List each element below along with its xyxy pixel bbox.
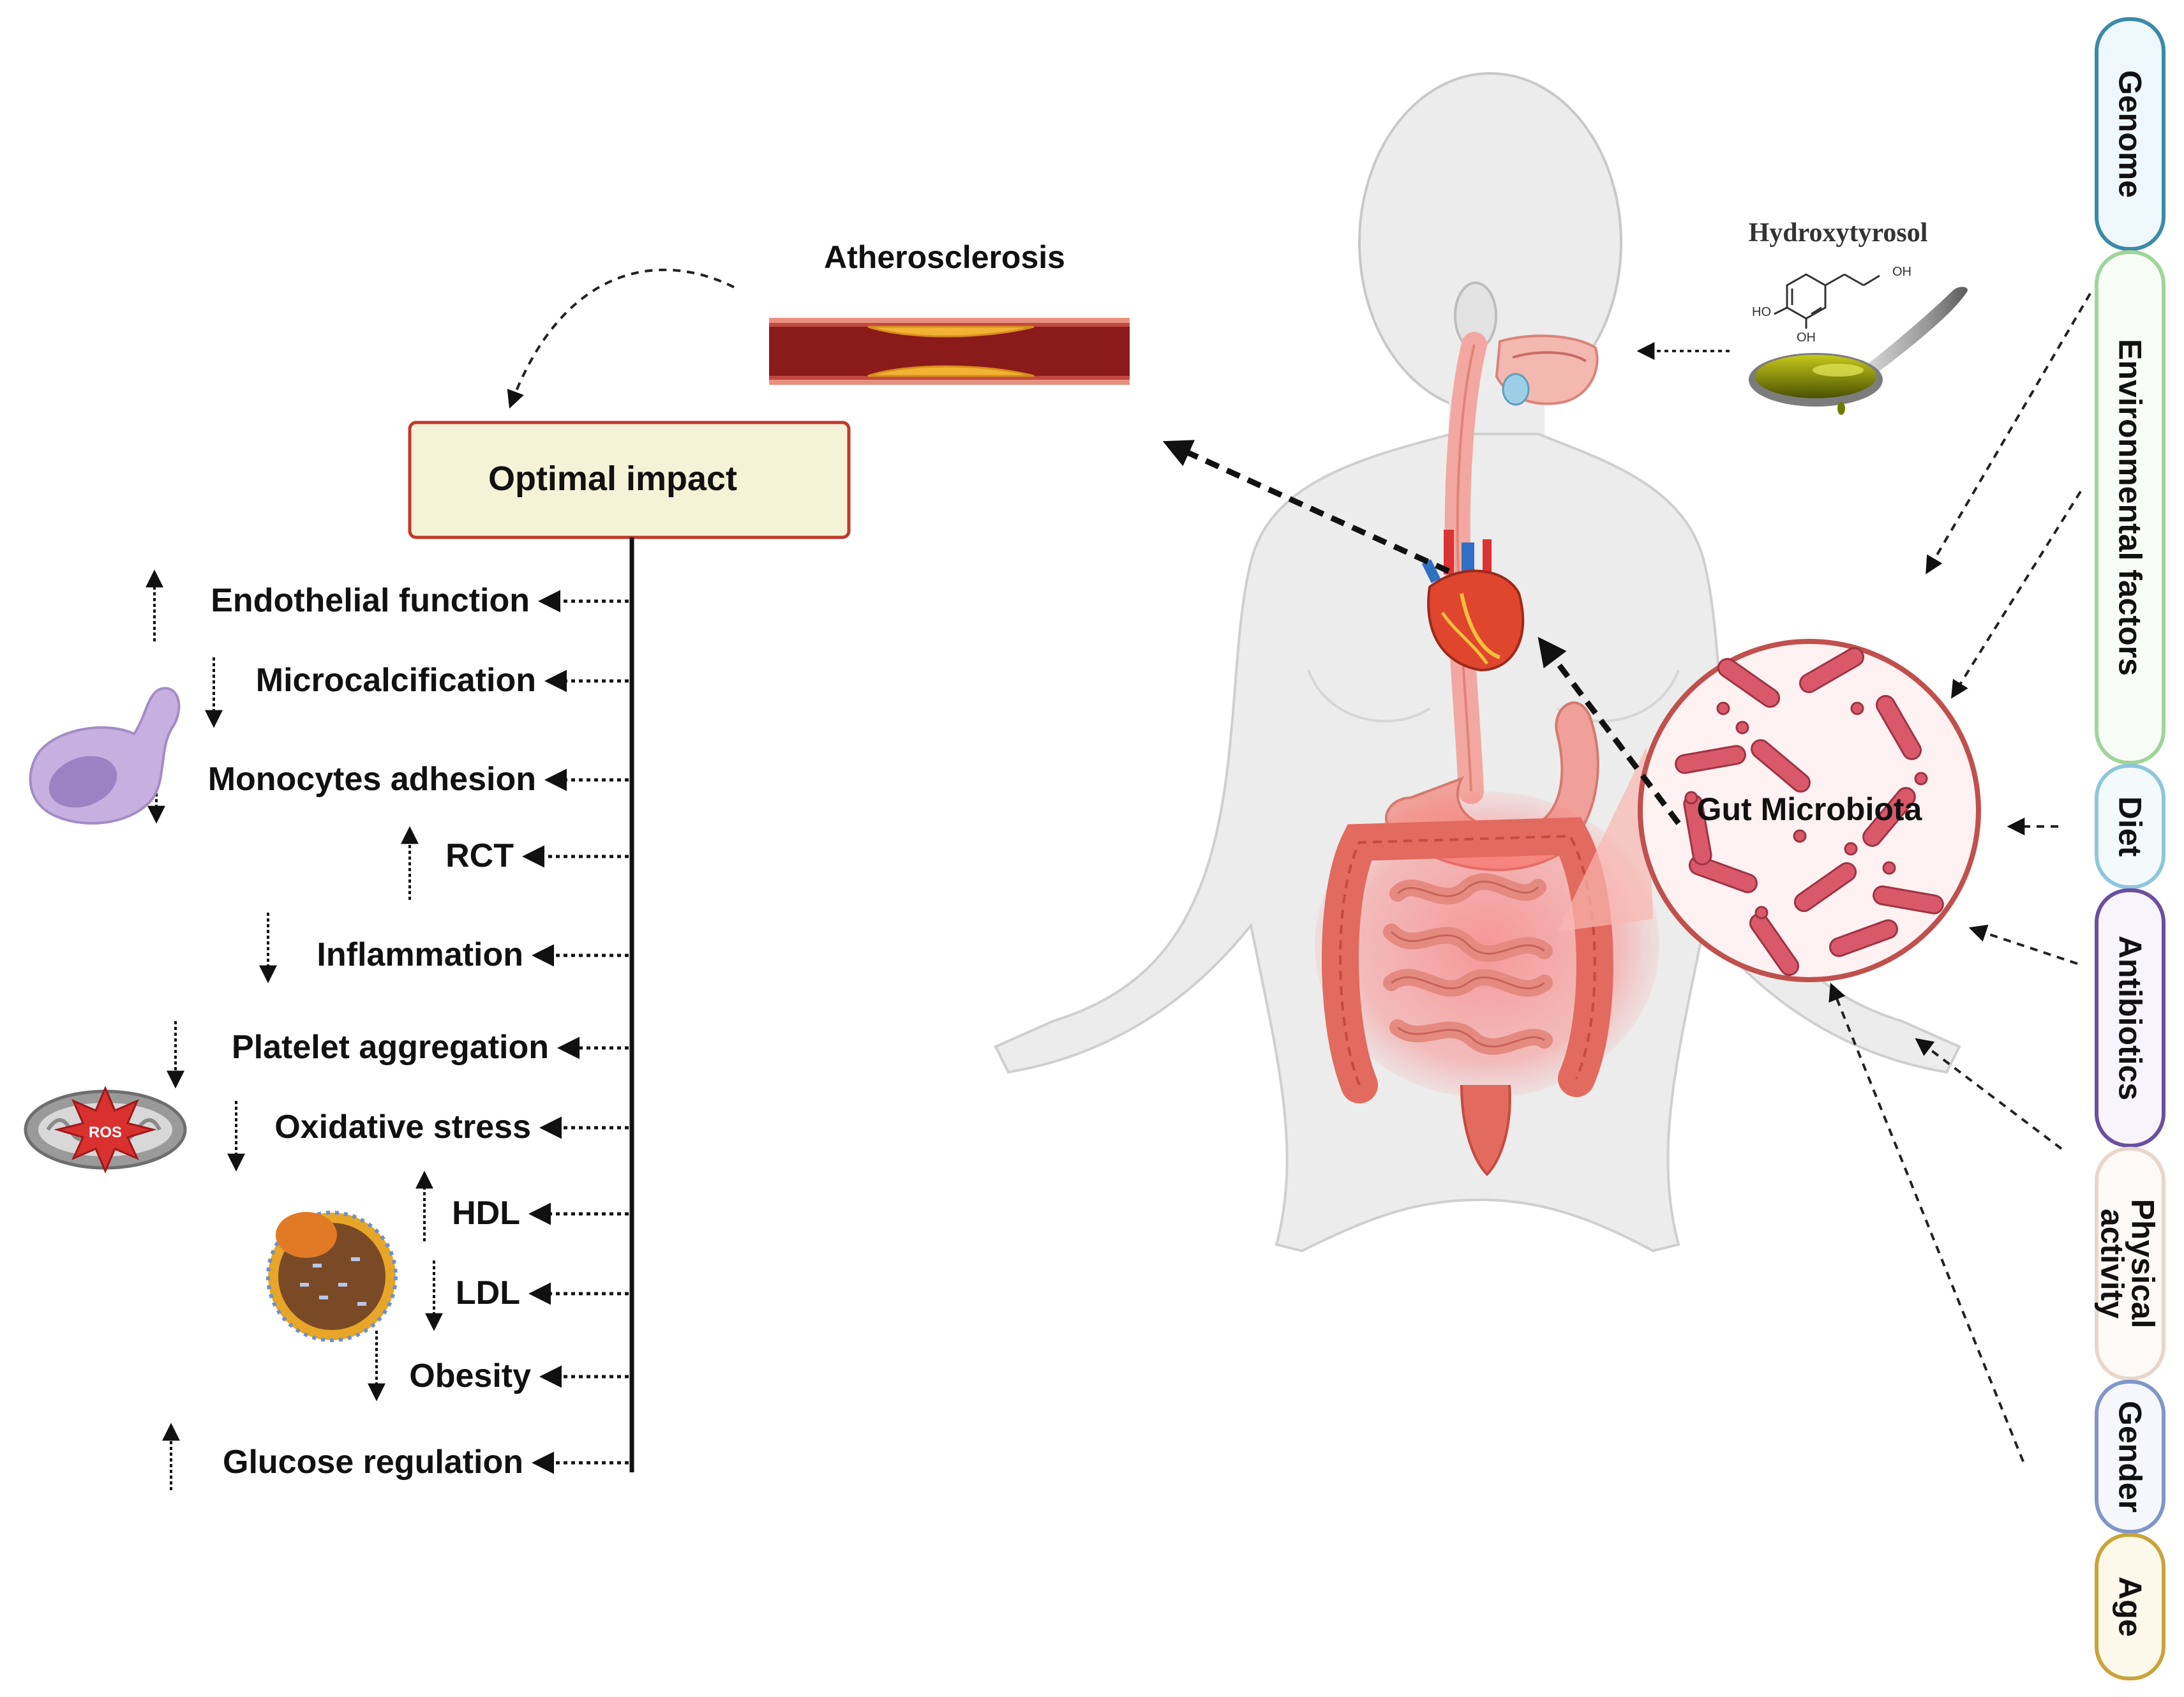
effect-item: HDL [415,1170,629,1241]
effect-label: Endothelial function [211,582,530,619]
effect-item: Microcalcification [205,657,629,728]
gut-microbiota-zoom: Gut Microbiota [1638,639,1981,982]
bacterium-icon [1793,862,1857,913]
bacterium-icon [1914,772,1928,786]
gut-microbiota-label: Gut Microbiota [1697,791,1923,827]
bacterium-icon [1716,701,1730,715]
artery-to-impact-arrow [507,268,735,409]
effects-list: Endothelial functionMicrocalcificationMo… [146,569,629,1490]
factor-pill: Genome [2095,17,2165,251]
effect-label: RCT [445,837,514,874]
bacterium-icon [1684,791,1698,805]
effect-label: Obesity [409,1357,531,1394]
heart-to-atherosclerosis-arrow [1162,440,1450,574]
bacterium-icon [1688,855,1758,893]
ros-label: ROS [89,1124,122,1141]
bacterium-icon [1793,829,1807,843]
effect-label: LDL [456,1275,520,1312]
optimal-impact-box: Optimal impact [408,421,851,539]
effect-label: Platelet aggregation [232,1029,549,1066]
optimal-impact-label: Optimal impact [488,460,737,498]
effect-label: Glucose regulation [223,1444,523,1481]
bacterium-icon [1675,745,1746,774]
factor-pill: Diet [2095,764,2165,889]
bacterium-icon [1873,885,1944,915]
factor-label: Age [2113,1576,2148,1636]
factor-label: Antibiotics [2113,936,2148,1100]
factor-label: Gender [2113,1401,2148,1513]
ho-left-label: HO [1752,305,1771,319]
bacterium-icon [1829,919,1899,957]
effect-label: Oxidative stress [274,1109,531,1146]
effect-item: Monocytes adhesion [147,753,629,824]
effect-label: Inflammation [317,936,523,973]
bacterium-icon [1862,787,1916,847]
effect-item: Endothelial function [146,569,629,641]
factor-label: Diet [2113,796,2148,857]
microbiota-to-heart-arrow [1537,636,1681,825]
zoom-cone [1557,747,1653,932]
bacterium-icon [1735,721,1749,735]
olive-oil-spoon-icon [1749,287,1968,415]
bacterium-icon [1754,906,1769,920]
factor-pill: Antibiotics [2095,888,2165,1148]
artery-illustration [769,318,1130,385]
bacterium-icon [1717,657,1781,708]
human-body-illustration [994,72,1961,1253]
effect-item: Inflammation [259,913,629,983]
effect-label: HDL [452,1195,520,1232]
effect-item: Glucose regulation [162,1423,629,1490]
hydroxytyrosol-molecule-icon [1774,273,1880,329]
bacterium-icon [1844,842,1858,856]
factor-arrows [1829,292,2091,1462]
factor-pill: Environmental factors [2095,250,2165,765]
factor-label: Environmental factors [2113,339,2148,676]
factor-pill: Gender [2095,1380,2165,1534]
bacterium-icon [1751,739,1811,793]
bacterium-icon [1882,861,1896,875]
oh-top-label: OH [1892,265,1911,279]
hydroxytyrosol-title: Hydroxytyrosol [1749,218,1928,248]
effect-item: LDL [425,1260,629,1331]
atherosclerosis-label: Atherosclerosis [824,239,1065,275]
monocyte-icon [29,687,181,825]
effect-label: Monocytes adhesion [208,761,536,798]
effect-item: Oxidative stress [227,1101,629,1172]
heart-icon [1421,530,1525,672]
effect-item: Platelet aggregation [167,1021,629,1089]
factor-pill: Age [2095,1533,2165,1680]
effect-item: Obesity [368,1331,629,1402]
factor-label: Genome [2113,70,2148,198]
effect-item: RCT [401,826,629,900]
bacterium-icon [1749,913,1800,976]
lipoprotein-icon [266,1211,398,1342]
mitochondrion-ros-icon: ROS [24,1086,187,1174]
effect-label: Microcalcification [256,662,536,699]
factor-label: activity [2095,1209,2130,1319]
oh-bottom-label: OH [1797,331,1816,345]
bacterium-icon [1850,701,1864,715]
hydroxytyrosol-illustration: Hydroxytyrosol OH HO OH [1749,218,1968,415]
bacterium-icon [1799,647,1865,693]
bacterium-icon [1876,694,1922,761]
factor-label: Physical [2125,1199,2161,1329]
